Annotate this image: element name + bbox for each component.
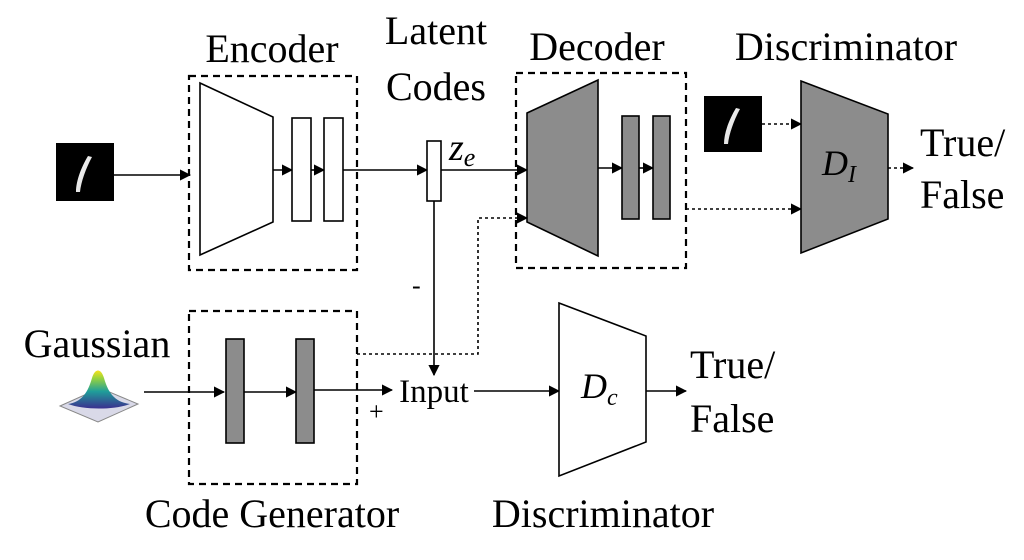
gaussian-distribution-icon <box>58 370 140 423</box>
plus-sign: + <box>369 397 384 426</box>
minus-sign: - <box>412 271 421 300</box>
decoder-box <box>514 71 688 270</box>
decoder-layer-2 <box>652 115 671 220</box>
code-generator-layer-2 <box>295 338 315 444</box>
encoder-trapezoid <box>199 81 274 257</box>
image-discriminator-trapezoid <box>800 79 889 255</box>
code-generator-title: Code Generator <box>145 491 399 536</box>
image-discriminator-output-line1: True/ <box>920 120 1006 165</box>
latent-symbol: ze <box>448 127 475 172</box>
input-digit-image <box>56 143 114 201</box>
real-digit-image <box>704 96 762 152</box>
latent-title-line2: Codes <box>386 64 486 109</box>
encoder-title: Encoder <box>205 26 338 71</box>
code-discriminator-output-line1: True/ <box>690 342 776 387</box>
code-discriminator-output-line2: False <box>690 396 774 441</box>
latent-code-vector <box>426 140 442 202</box>
decoder-layer-1 <box>621 115 640 220</box>
code-discriminator-trapezoid <box>558 301 647 478</box>
encoder-box <box>187 74 359 272</box>
code-discriminator-symbol: Dc <box>580 366 618 411</box>
code-generator-layer-1 <box>225 338 245 444</box>
encoder-layer-2 <box>323 117 344 222</box>
image-discriminator-output-line2: False <box>920 172 1004 217</box>
decoder-trapezoid <box>526 78 599 258</box>
code-generator-box <box>187 309 359 486</box>
code-discriminator-title: Discriminator <box>492 491 714 536</box>
image-discriminator-symbol: DI <box>821 143 857 188</box>
gaussian-title: Gaussian <box>24 321 171 366</box>
decoder-title: Decoder <box>529 24 664 69</box>
arrow-code-generator-to-decoder <box>357 212 529 355</box>
image-discriminator-title: Discriminator <box>735 24 957 69</box>
input-label: Input <box>399 374 469 410</box>
latent-title-line1: Latent <box>385 8 487 53</box>
encoder-layer-1 <box>291 117 312 222</box>
